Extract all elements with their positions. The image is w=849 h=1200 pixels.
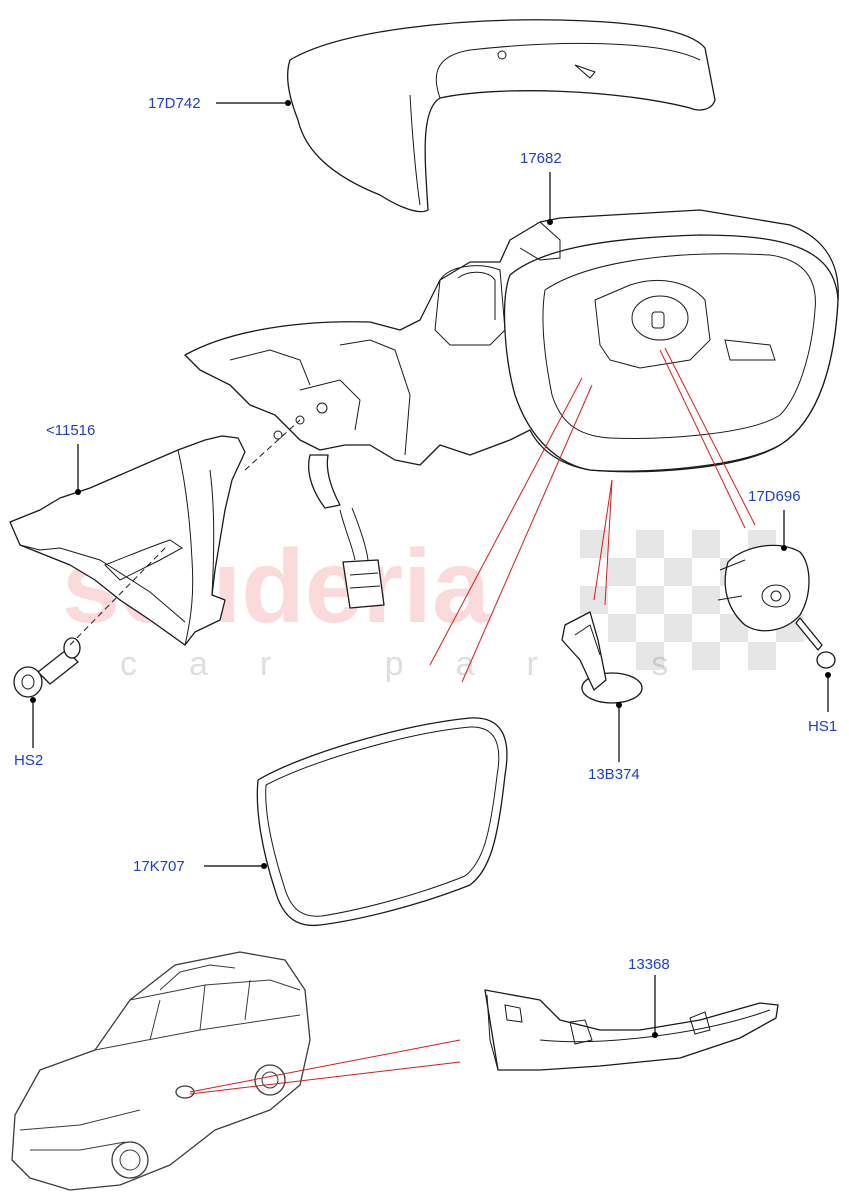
callout-13b374: 13B374 — [588, 766, 640, 783]
watermark-flag-icon — [580, 530, 804, 670]
mirror-glass-part — [256, 717, 508, 927]
callout-11516: <11516 — [46, 422, 96, 439]
vehicle-locator-illustration — [11, 951, 311, 1191]
callout-hs2: HS2 — [14, 752, 44, 769]
assembly-line-screw — [69, 544, 169, 646]
screw-hs1-part — [795, 617, 836, 669]
callout-17682: 17682 — [520, 150, 562, 167]
callout-hs1: HS1 — [808, 718, 838, 735]
assembly-line-panel — [244, 419, 301, 471]
indicator-lamp-part — [484, 989, 779, 1071]
clip-part — [561, 611, 643, 704]
callout-17k707: 17K707 — [133, 858, 185, 875]
screw-hs2-part — [13, 637, 81, 698]
mirror-cap-part — [287, 19, 716, 213]
reference-lines — [189, 347, 756, 1095]
leader-lines — [30, 100, 831, 1038]
callout-17d742: 17D742 — [148, 95, 201, 112]
cover-panel-part — [9, 435, 246, 646]
actuator-motor-part — [717, 544, 810, 632]
mirror-housing-part — [184, 209, 839, 609]
callout-17d696: 17D696 — [748, 488, 801, 505]
callout-13368: 13368 — [628, 956, 670, 973]
